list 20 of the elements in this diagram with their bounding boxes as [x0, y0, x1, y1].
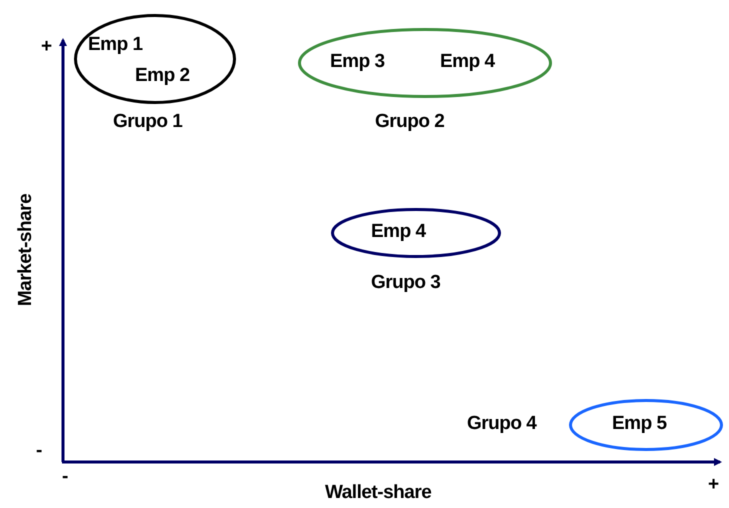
y-axis-title: Market-share: [15, 192, 37, 308]
axis-min-mark: -: [36, 440, 42, 462]
company-label: Emp 5: [612, 413, 667, 435]
group-label: Grupo 2: [375, 111, 444, 133]
group-ellipse: [331, 208, 501, 258]
axis-max-mark: +: [41, 36, 52, 58]
company-label: Emp 4: [440, 51, 495, 73]
group-label: Grupo 4: [467, 413, 536, 435]
group-ellipse: [74, 14, 236, 104]
group-label: Grupo 3: [371, 272, 440, 294]
axis-max-mark: +: [708, 474, 719, 496]
company-label: Emp 4: [371, 221, 426, 243]
group-ellipse: [569, 399, 723, 451]
company-label: Emp 3: [330, 51, 385, 73]
group-ellipse: [298, 28, 552, 98]
x-axis-title: Wallet-share: [325, 482, 432, 504]
group-label: Grupo 1: [113, 111, 182, 133]
company-label: Emp 1: [88, 34, 143, 56]
axis-min-mark: -: [62, 466, 68, 488]
company-label: Emp 2: [135, 65, 190, 87]
